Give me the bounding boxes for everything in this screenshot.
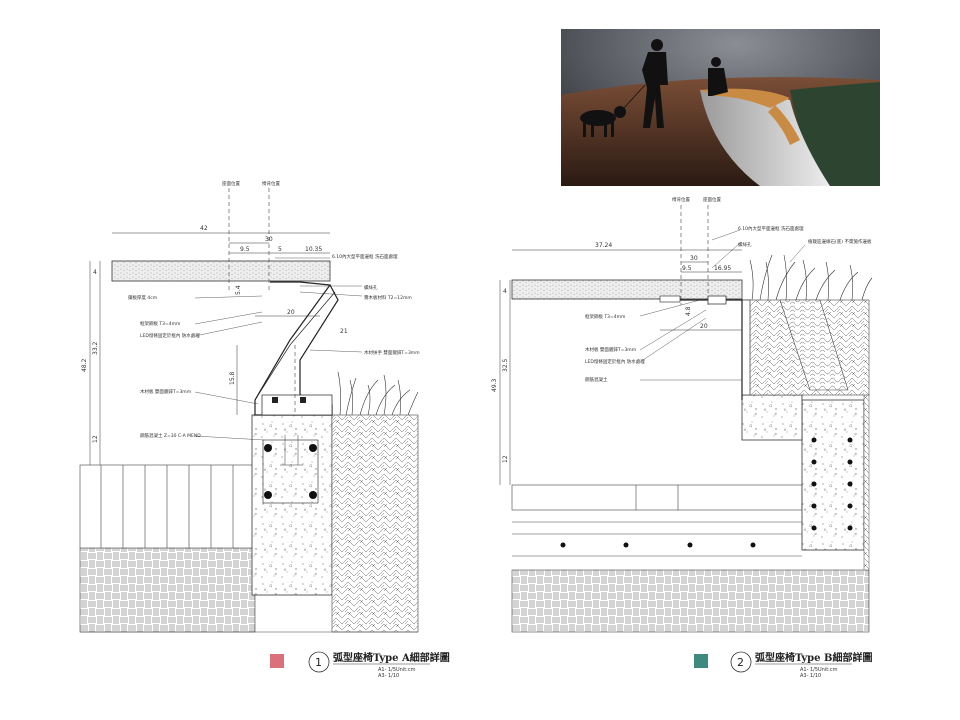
- render-bench-top: [700, 88, 790, 108]
- d1-note-6: 框架鋼板 T3=4mm: [140, 320, 180, 327]
- d2-sheet: A3- 1/10: [800, 673, 821, 679]
- d1-wood-slats: [79, 464, 256, 549]
- d1-legend-swatch: [270, 654, 284, 668]
- d1-dim-top-mid: 30: [265, 236, 273, 243]
- d2-dim-top-overall: 37.24: [595, 242, 612, 249]
- d2-units: Unit:cm: [818, 667, 838, 673]
- d1-dim-lower-step: 15.8: [229, 371, 236, 385]
- d1-concrete-footing: [251, 414, 333, 596]
- d1-rebar: [264, 444, 317, 499]
- d1-dim-height-upper: 33.2: [92, 341, 99, 355]
- d2-legend-swatch: [694, 654, 708, 668]
- d2-rubble: [779, 299, 849, 391]
- d2-grass: [749, 254, 873, 301]
- d2-note-1: 椅背位置: [672, 196, 690, 203]
- d2-dim-height-upper: 32.5: [502, 358, 509, 372]
- d2-concrete-footing: [801, 399, 865, 551]
- d2-seat-frame: [660, 299, 743, 400]
- d2-base-rebar: [560, 542, 756, 548]
- d1-dim-thick: 4: [93, 269, 97, 276]
- d1-grass: [337, 371, 419, 416]
- d1-note-4: 螺絲孔: [364, 284, 378, 291]
- render-person-walking: [642, 39, 668, 128]
- d1-title: 弧型座椅Type A細部詳圖: [333, 651, 450, 664]
- d2-dim-seg-a: 9.5: [682, 265, 692, 272]
- d1-dim-mid-run: 20: [287, 309, 295, 316]
- d1-dim-diag: 21: [340, 328, 348, 335]
- render-dog: [580, 84, 646, 137]
- d1-dim-seg-a: 9.5: [240, 246, 250, 253]
- d2-base-layers: [511, 484, 803, 557]
- d2-dim-seg-c: 16.95: [714, 265, 731, 272]
- d2-number-circle: [730, 651, 752, 673]
- d1-note-3: 6.10內大型平面邊框 洗石面處理: [332, 253, 398, 260]
- d1-dim-seg-b: 5: [278, 246, 282, 253]
- d1-note-8: LED燈條固定於框內 防水處理: [140, 332, 200, 339]
- d1-units: Unit:cm: [396, 667, 416, 673]
- d2-dim-mid-run: 20: [700, 323, 708, 330]
- d1-number: 1: [315, 656, 322, 669]
- d2-title: 弧型座椅Type B細部詳圖: [755, 651, 872, 664]
- d1-soil: [331, 414, 419, 633]
- d2-note-6: 框架鋼板 T3=4mm: [585, 313, 625, 320]
- d1-dim-top-overall: 42: [200, 225, 208, 232]
- d1-dim-seg-c: 10.35: [305, 246, 322, 253]
- d1-dim-small-a: 5.4: [235, 285, 242, 295]
- d1-dim-height-lower: 12: [92, 435, 99, 443]
- d1-scale: A1- 1/5: [378, 667, 396, 673]
- d2-rebar: [811, 437, 853, 531]
- d1-dimensions: [89, 232, 330, 465]
- d2-dim-thick: 4: [503, 288, 507, 295]
- d2-paving: [511, 569, 870, 633]
- d1-seat-slab: [111, 260, 331, 282]
- d1-note-7: 木材板 雙面鍍鋅T=3mm: [140, 388, 191, 395]
- d2-note-9: 鋼筋混凝土: [585, 376, 608, 383]
- d2-note-3: 6.10內大型平面邊框 洗石面處理: [738, 225, 804, 232]
- d2-dim-top-mid: 30: [690, 255, 698, 262]
- render-preview: [561, 29, 880, 186]
- d1-sheet: A3- 1/10: [378, 673, 399, 679]
- d2-scale: A1- 1/5: [800, 667, 818, 673]
- d2-dim-small-a: 4.8: [685, 306, 692, 316]
- d1-note-9: 木材扶手 雙面鍍鋅T=3mm: [364, 349, 420, 356]
- d2-dim-height-total: 49.3: [491, 378, 498, 392]
- d1-note-5: 實木板材料 T2=12mm: [364, 294, 412, 301]
- d1-note-11: 鐵板厚度 4cm: [128, 294, 157, 301]
- d2-note-8: LED燈條固定於框內 防水處理: [585, 358, 645, 365]
- d2-note-5: 植栽區邊緣石(底) 不需施作邊板: [808, 238, 872, 245]
- d2-seat-slab: [511, 279, 743, 300]
- d1-number-circle: [308, 651, 330, 673]
- d1-note-2: 椅背位置: [262, 180, 280, 187]
- d2-note-7: 木材板 雙面鍍鋅T=3mm: [585, 346, 636, 353]
- d1-dim-height-total: 48.2: [81, 358, 88, 372]
- d1-note-10: 鋼筋混凝土 Z=30 C-A MEND: [140, 432, 201, 439]
- render-person-seated: [708, 57, 728, 96]
- d2-number: 2: [737, 656, 744, 669]
- render-bench: [700, 90, 830, 186]
- d1-note-1: 座面位置: [222, 180, 240, 187]
- d2-note-2: 座面位置: [703, 196, 721, 203]
- d2-dim-height-lower: 12: [502, 455, 509, 463]
- d2-dimensions: [499, 249, 742, 485]
- d2-note-4: 螺絲孔: [738, 241, 752, 248]
